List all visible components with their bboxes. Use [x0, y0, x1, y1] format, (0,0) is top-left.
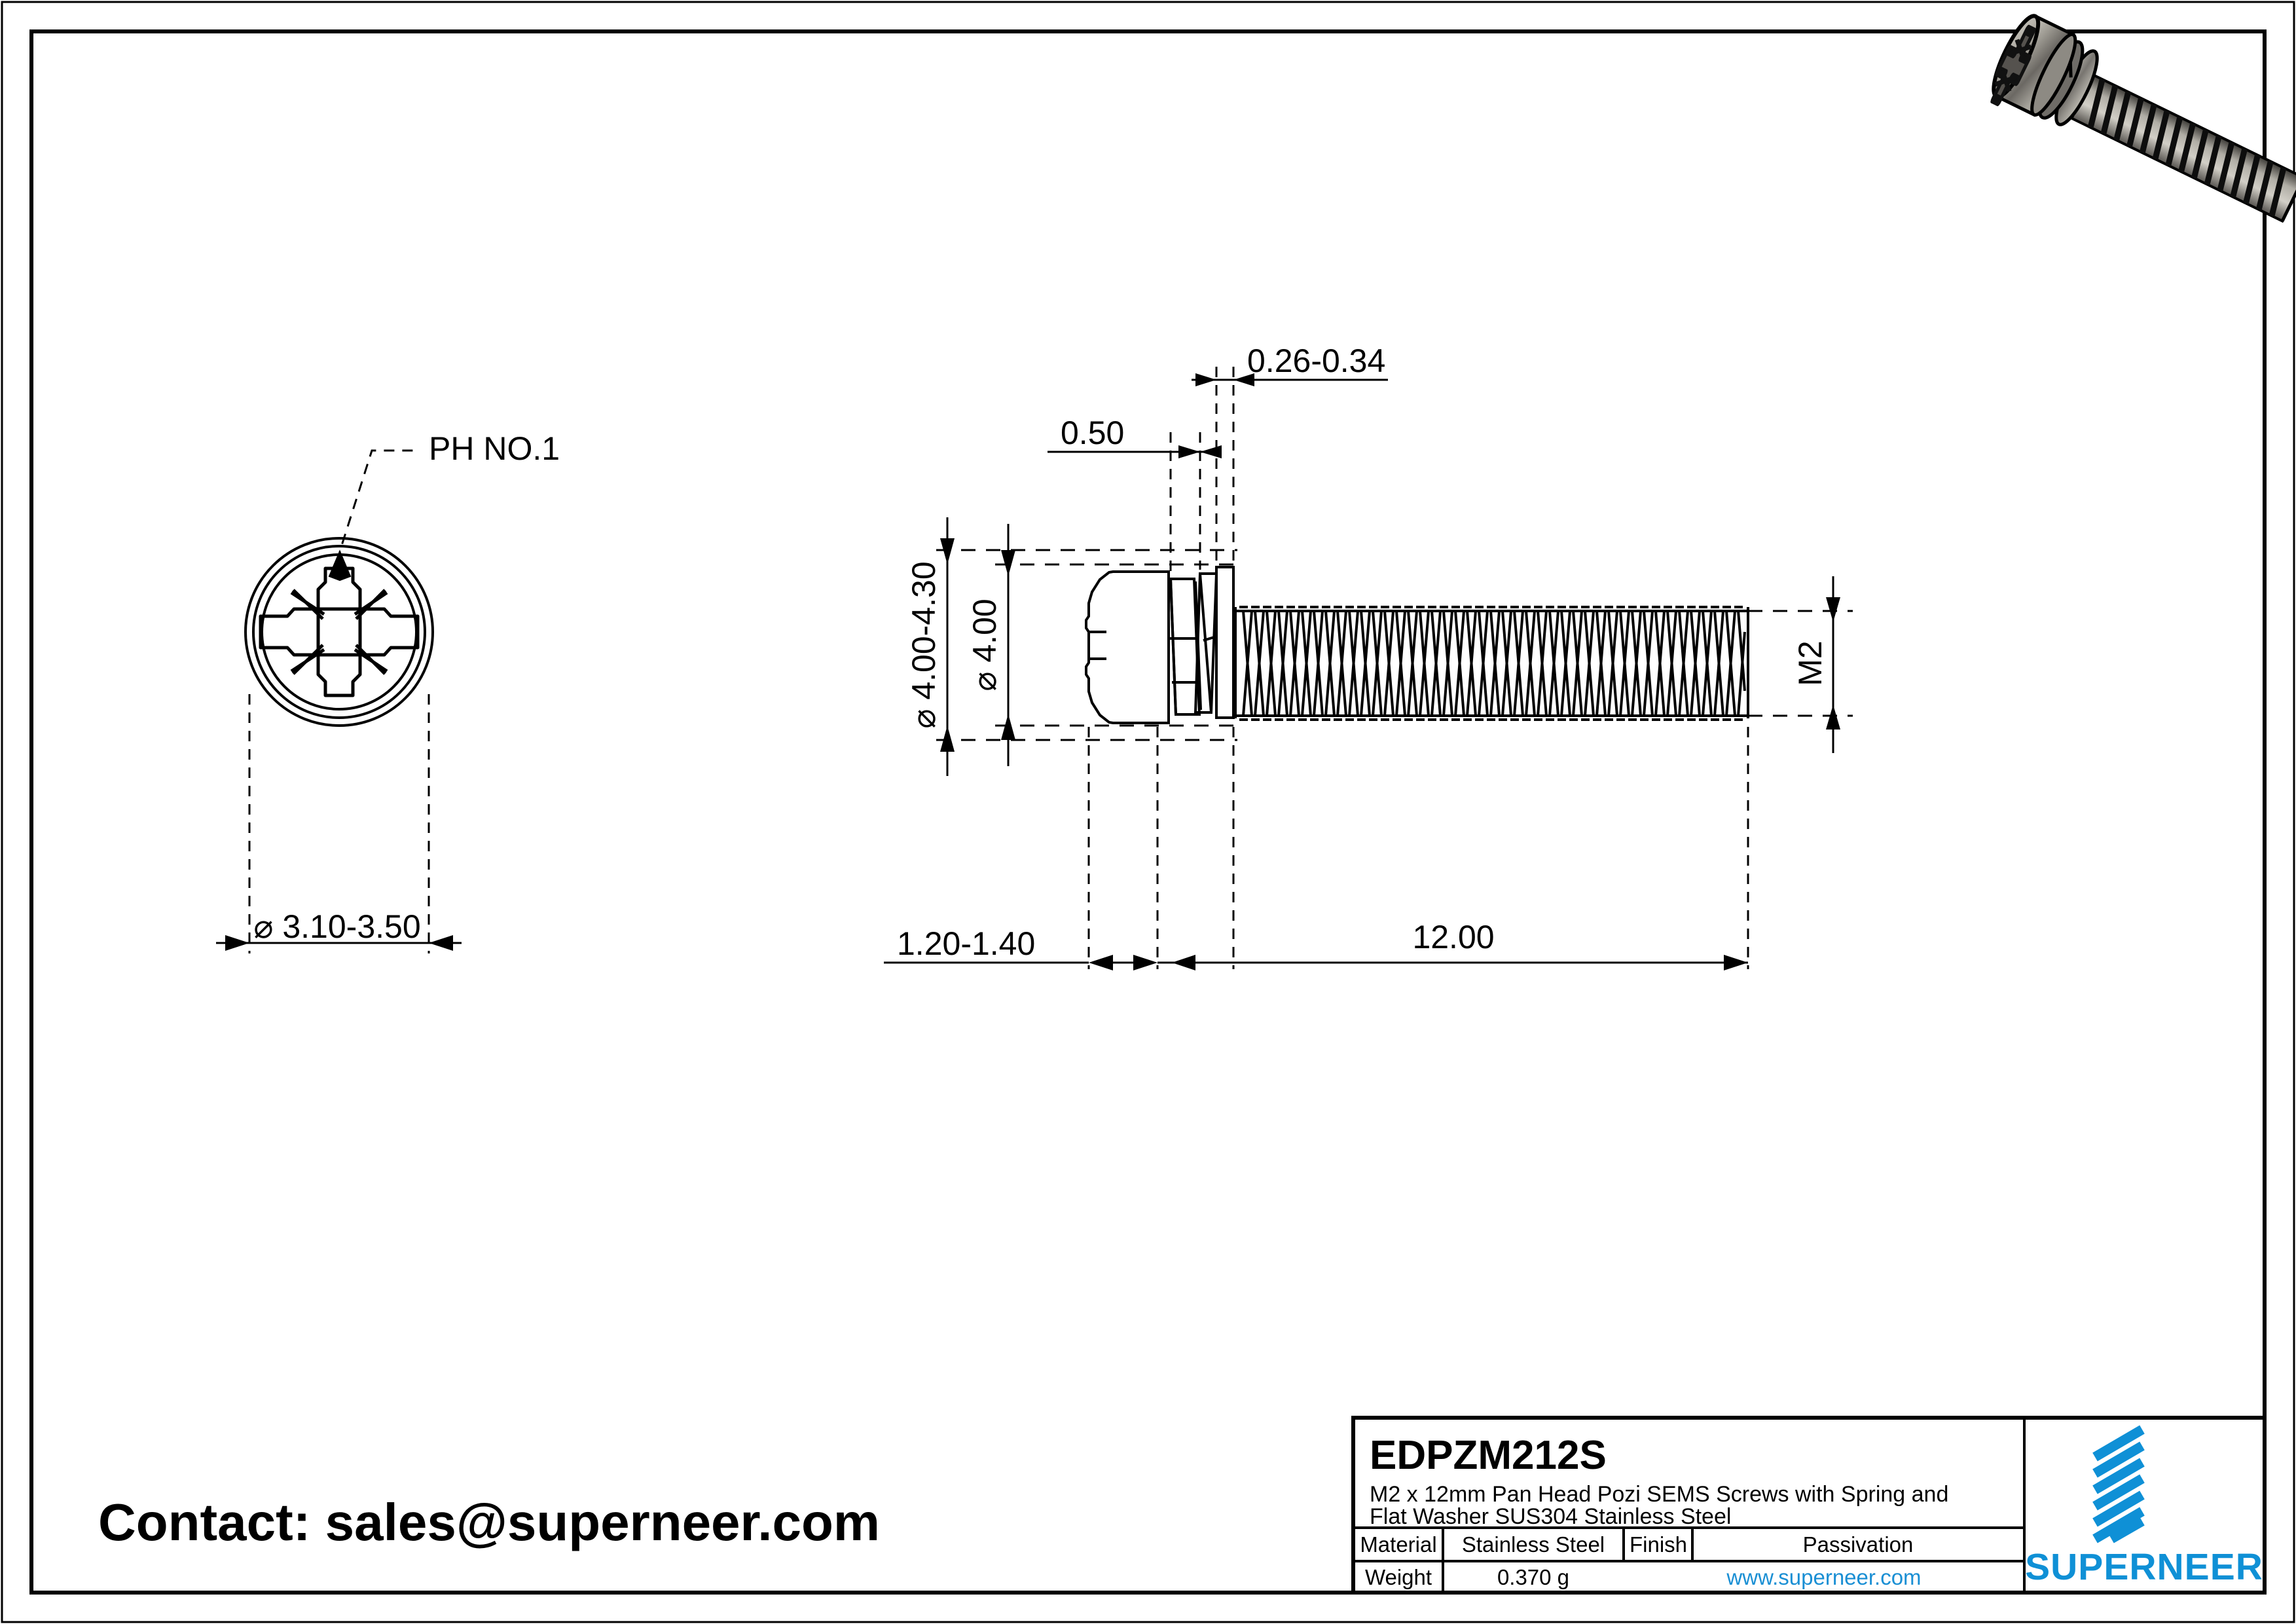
- head-height-label: 1.20-1.40: [897, 925, 1035, 962]
- front-diameter-label: ⌀ 3.10-3.50: [253, 908, 420, 945]
- head-od-inner-label: ⌀ 4.00: [966, 599, 1003, 691]
- description-line-2: Flat Washer SUS304 Stainless Steel: [1370, 1504, 1731, 1529]
- description-line-1: M2 x 12mm Pan Head Pozi SEMS Screws with…: [1370, 1482, 1948, 1507]
- spring-washer-thickness-label: 0.50: [1061, 415, 1124, 451]
- title-block: EDPZM212S M2 x 12mm Pan Head Pozi SEMS S…: [1351, 1416, 2267, 1595]
- dim-head-od-inner: [995, 524, 1237, 766]
- material-value: Stainless Steel: [1462, 1532, 1605, 1557]
- superneer-logo: SUPERNEER: [2025, 1425, 2263, 1588]
- logo-wordmark: SUPERNEER: [2025, 1546, 2263, 1588]
- shank-length-label: 12.00: [1412, 919, 1494, 955]
- finish-value: Passivation: [1803, 1532, 1914, 1557]
- thread-size-label: M2: [1792, 640, 1829, 686]
- website-link[interactable]: www.superneer.com: [1726, 1565, 1921, 1589]
- pozi-recess-3d: [1990, 24, 2036, 107]
- sheet-inner-border: [29, 29, 2267, 1595]
- weight-label: Weight: [1365, 1565, 1432, 1589]
- flat-washer: [1215, 566, 1235, 719]
- dim-head-height: [884, 727, 1159, 970]
- head-od-outer-label: ⌀ 4.00-4.30: [905, 561, 942, 728]
- weight-value: 0.370 g: [1497, 1565, 1569, 1589]
- side-view: 0.26-0.34 0.50 ⌀ 4.00-4.30: [884, 342, 1853, 970]
- dim-flat-washer-thickness: [1192, 367, 1388, 563]
- dim-spring-washer-thickness: [1048, 432, 1222, 575]
- finish-label: Finish: [1630, 1532, 1687, 1557]
- screw-3d-render: [1990, 14, 2296, 223]
- threaded-shank: [1234, 606, 1749, 721]
- part-number: EDPZM212S: [1370, 1433, 1607, 1478]
- head-inner-circle: [252, 545, 426, 719]
- logo-stripes-icon: [2092, 1425, 2145, 1543]
- thread-profile: [1239, 606, 1746, 721]
- dim-thread-m2: [1748, 576, 1853, 753]
- front-diameter-dimension: [216, 694, 462, 953]
- pan-head-profile: [1085, 570, 1170, 724]
- pozidriv-recess: [259, 566, 420, 697]
- dim-head-od-outer: [936, 517, 1237, 776]
- material-label: Material: [1360, 1532, 1436, 1557]
- head-outer-circle: [244, 537, 434, 727]
- front-view: PH NO.1 ⌀ 3.10-3.50: [216, 430, 560, 953]
- spring-washer-coil: [1194, 572, 1218, 714]
- ph-leader-line: [328, 449, 419, 581]
- dim-shank-length: [1157, 727, 1749, 970]
- flat-washer-thickness-label: 0.26-0.34: [1247, 342, 1385, 379]
- contact-text: Contact: sales@superneer.com: [98, 1493, 880, 1551]
- ph-number-label: PH NO.1: [429, 430, 560, 467]
